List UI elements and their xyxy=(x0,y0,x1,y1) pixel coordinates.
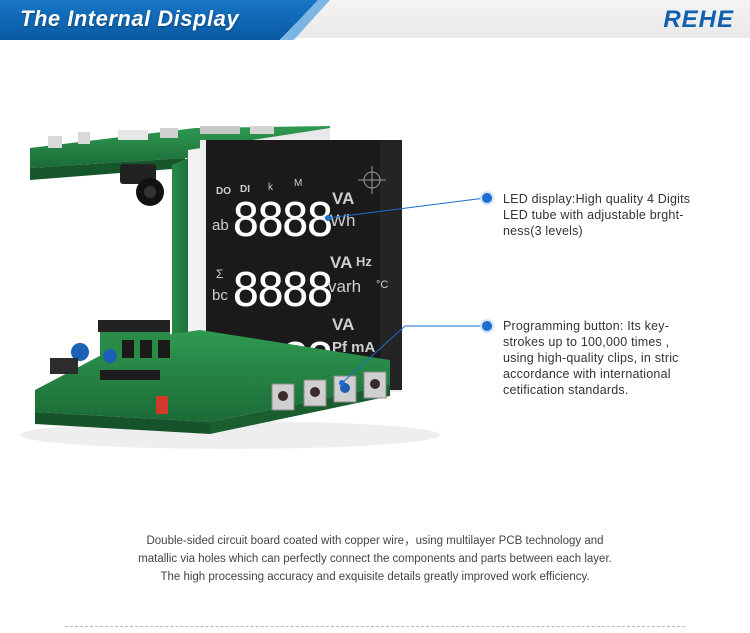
page-title: The Internal Display xyxy=(20,6,240,31)
row-label-ab: ab xyxy=(212,217,229,234)
unit-row-2-bottom: varh xyxy=(328,277,361,296)
product-description: Double-sided circuit board coated with c… xyxy=(60,532,690,586)
callout-line: cetification standards. xyxy=(503,383,629,397)
description-line: matallic via holes which can perfectly c… xyxy=(138,553,612,565)
digits-row-1: 8888 xyxy=(232,193,331,247)
unit-row-2-top-extra: Hz xyxy=(356,254,372,269)
title-banner xyxy=(0,0,318,40)
callout-line: strokes up to 100,000 times , xyxy=(503,335,670,349)
top-pcb xyxy=(30,126,330,206)
callout-line-led xyxy=(327,197,486,219)
sigma-label: Σ xyxy=(216,267,223,281)
description-line: The high processing accuracy and exquisi… xyxy=(160,571,590,583)
callout-line: LED display:High quality 4 Digits xyxy=(503,192,691,206)
brand-logo: REHE xyxy=(663,6,734,33)
callout-led-display: LED display:High quality 4 Digits LED tu… xyxy=(503,191,690,239)
callout-programming-button: Programming button: Its key- strokes up … xyxy=(503,318,679,398)
callout-line-button xyxy=(341,325,406,384)
capacitor xyxy=(103,349,117,363)
indicator-m: M xyxy=(294,178,302,189)
callout-line: accordance with international xyxy=(503,367,671,381)
callout-line: using high-quality clips, in stric xyxy=(503,351,679,365)
callout-marker-led xyxy=(482,193,492,203)
indicator-k: k xyxy=(268,182,274,193)
description-line: Double-sided circuit board coated with c… xyxy=(146,535,604,547)
unit-row-1-top: VA xyxy=(332,189,354,208)
digits-row-2: 8888 xyxy=(232,263,331,317)
row-label-bc: bc xyxy=(212,287,228,304)
product-illustration: DO DI k M ab 8888 VA Wh Σ bc 8888 VA Hz … xyxy=(20,126,486,449)
callout-marker-button xyxy=(482,321,492,331)
unit-row-1-bottom: Wh xyxy=(330,211,356,230)
callout-line: LED tube with adjustable brght- xyxy=(503,208,684,222)
unit-row-3-bottom: Pf mA xyxy=(332,339,376,356)
unit-row-2-bottom-extra: °C xyxy=(376,279,388,291)
callout-line: Programming button: Its key- xyxy=(503,319,670,333)
crosshair-icon xyxy=(358,166,386,194)
capacitor xyxy=(71,343,89,361)
red-component xyxy=(156,396,168,414)
callout-line: ness(3 levels) xyxy=(503,224,583,238)
bottom-divider xyxy=(65,626,685,627)
indicator-do: DO xyxy=(216,186,231,197)
indicator-di: DI xyxy=(240,184,250,195)
unit-row-3-top: VA xyxy=(332,315,354,334)
unit-row-2-top: VA xyxy=(330,253,352,272)
programming-buttons xyxy=(271,371,387,411)
